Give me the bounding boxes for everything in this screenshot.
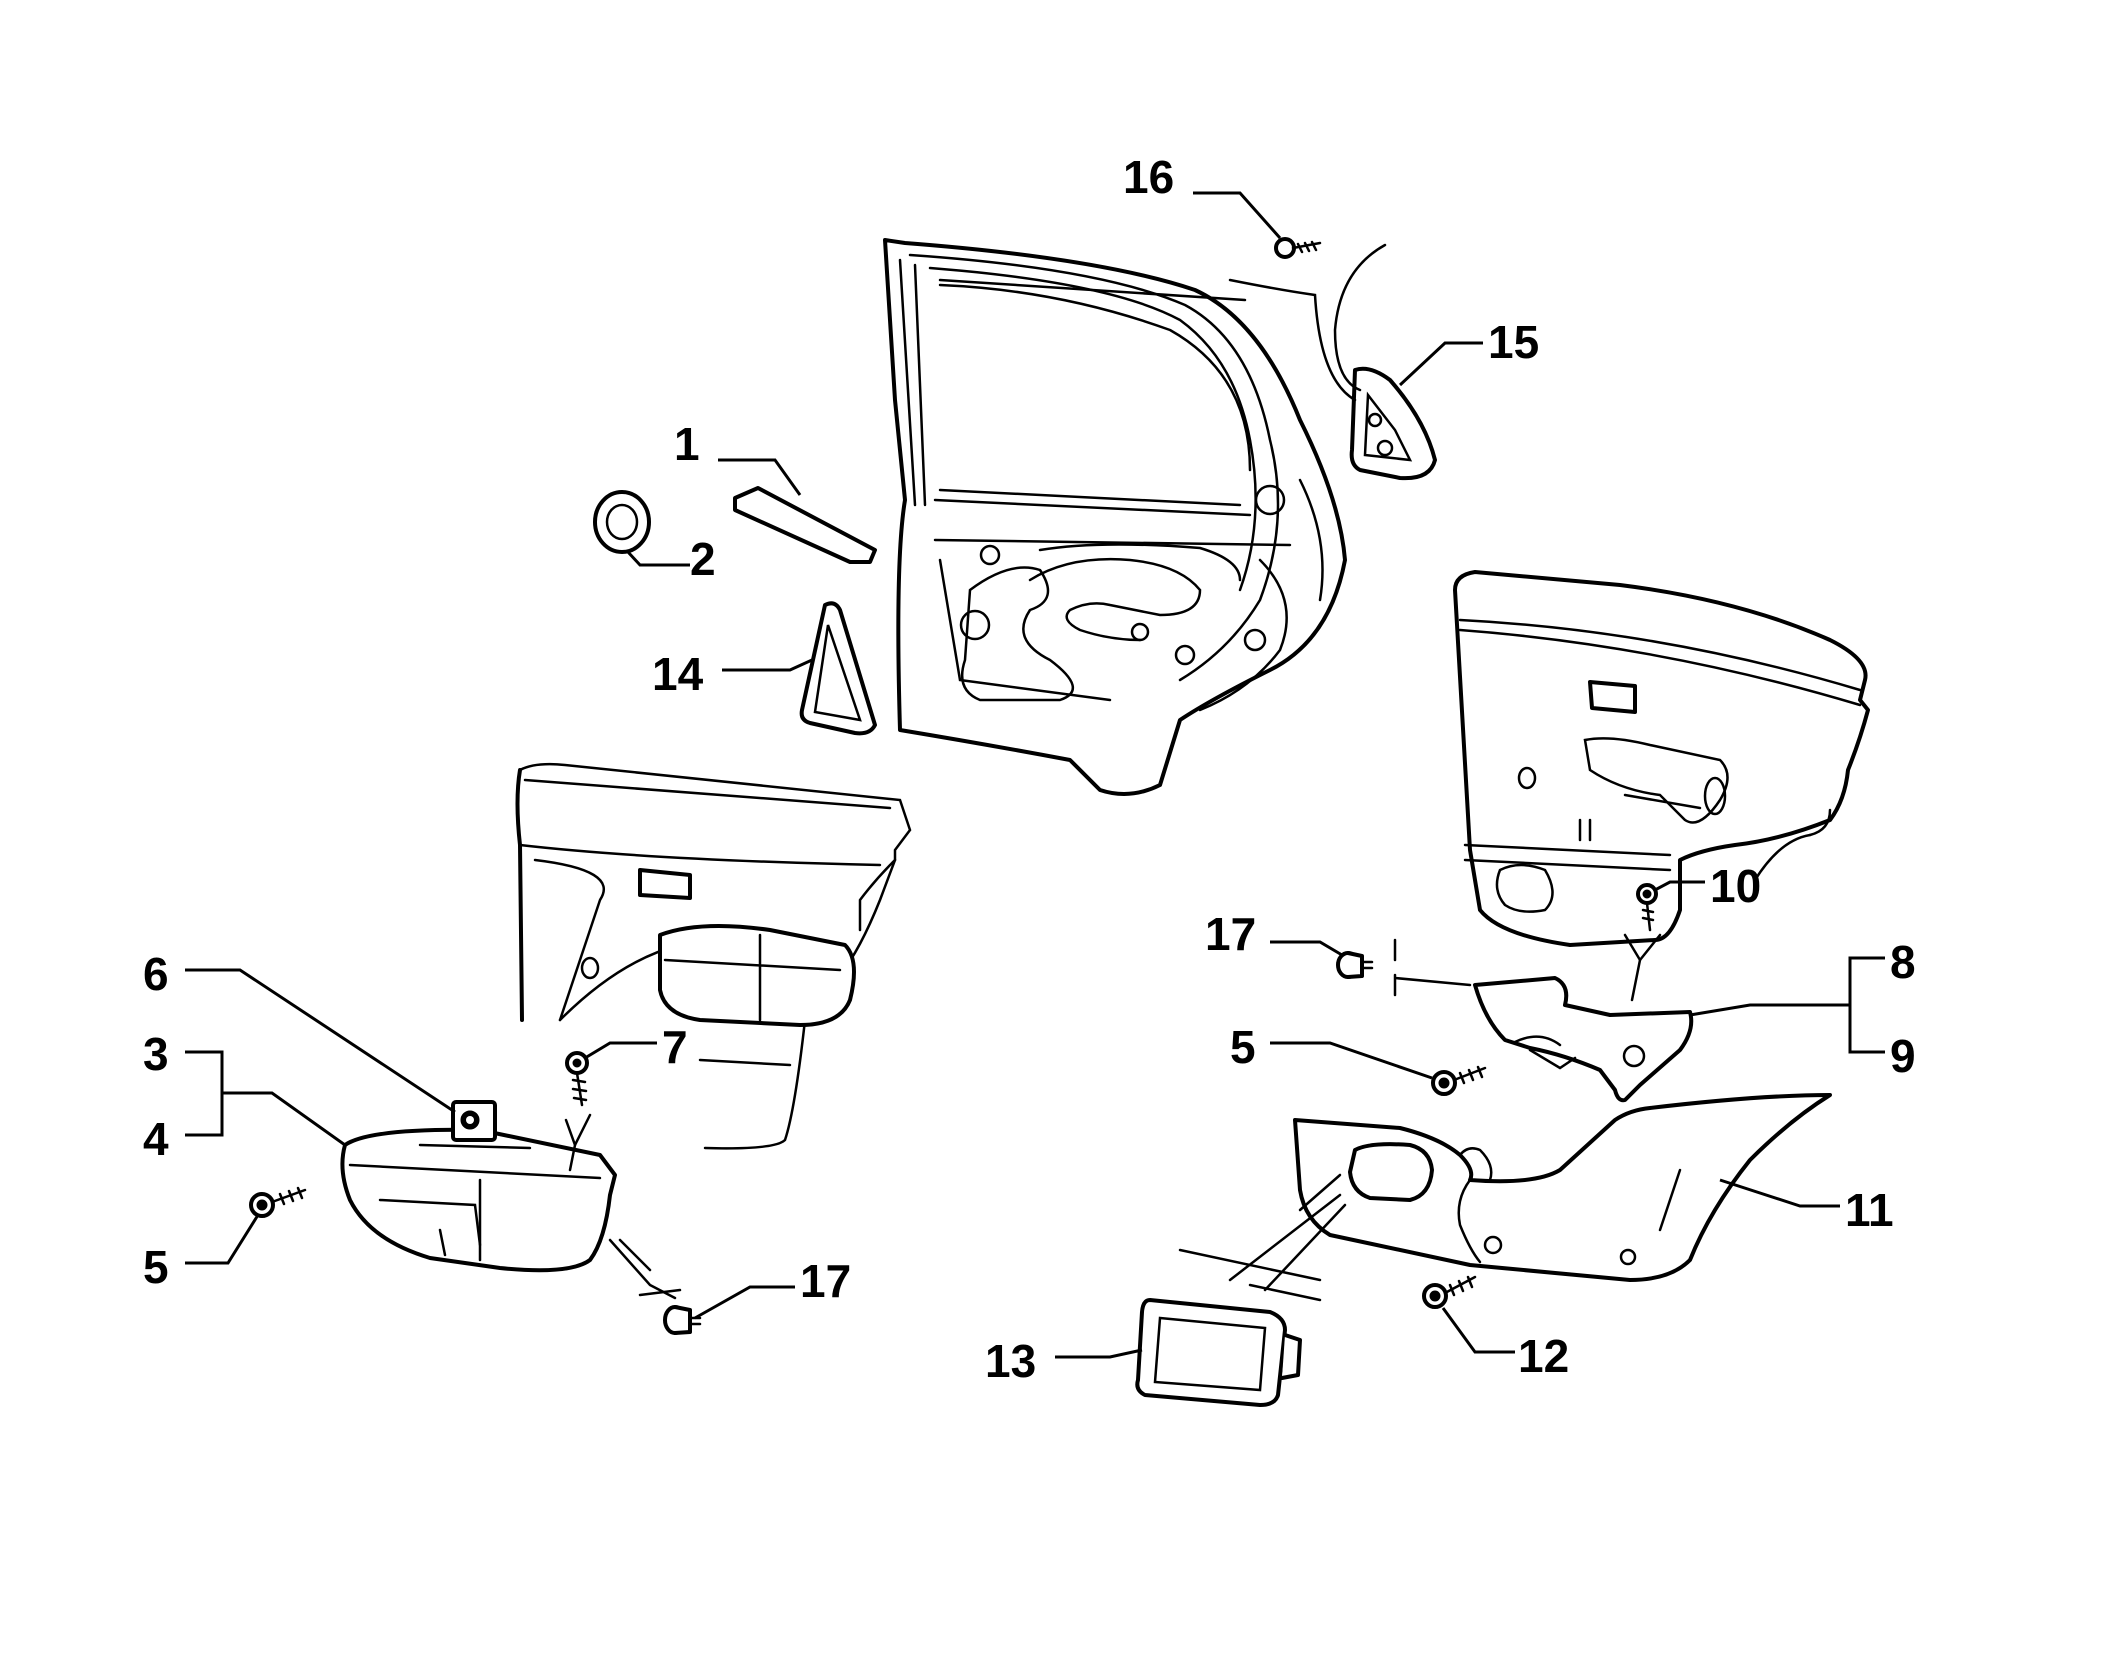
part-17-clip-left (608, 1238, 702, 1335)
callout-4: 4 (143, 1113, 169, 1165)
part-8-9-handle (1473, 976, 1694, 1103)
callout-15: 15 (1488, 316, 1539, 368)
part-11-lower-panel (1293, 1093, 1832, 1282)
part-12-screw (1422, 1275, 1477, 1309)
part-5-screw-right (1431, 1065, 1487, 1096)
callout-17-right: 17 (1205, 908, 1256, 960)
part-1-strip (733, 486, 877, 564)
part-6-clip-nut (451, 1100, 497, 1142)
door-shell (883, 238, 1347, 796)
part-7-screw (564, 1051, 592, 1172)
callout-10: 10 (1710, 860, 1761, 912)
callout-16: 16 (1123, 151, 1174, 203)
callout-9: 9 (1890, 1030, 1916, 1082)
part-13-switch-plate (1135, 1193, 1347, 1407)
callout-11: 11 (1845, 1184, 1894, 1236)
callout-1: 1 (674, 418, 700, 470)
left-armrest-3-4 (340, 1127, 617, 1273)
part-10-screw (1623, 883, 1662, 1002)
callout-labels: 1 2 3 4 5 5 6 7 8 9 10 11 12 13 14 15 16… (143, 151, 1916, 1387)
callout-6: 6 (143, 948, 169, 1000)
callout-5-right: 5 (1230, 1021, 1256, 1073)
callout-14: 14 (652, 648, 704, 700)
callout-7: 7 (662, 1021, 688, 1073)
callout-3: 3 (143, 1028, 169, 1080)
callout-8: 8 (1890, 936, 1916, 988)
part-2-seal (593, 490, 651, 554)
right-door-panel (1453, 570, 1870, 947)
callout-5-left: 5 (143, 1241, 169, 1293)
part-17-clip-right (1336, 938, 1472, 997)
leader-lines (185, 191, 1885, 1359)
part-14-triangle-trim (799, 601, 877, 736)
callout-17-left: 17 (800, 1255, 851, 1307)
part-16-screw (1274, 237, 1322, 259)
callout-12: 12 (1518, 1330, 1569, 1382)
part-5-screw-left (249, 1186, 307, 1218)
part-15-mirror-plate (1228, 243, 1437, 481)
left-door-panel (515, 762, 912, 1150)
callout-2: 2 (690, 533, 716, 585)
callout-13: 13 (985, 1335, 1036, 1387)
